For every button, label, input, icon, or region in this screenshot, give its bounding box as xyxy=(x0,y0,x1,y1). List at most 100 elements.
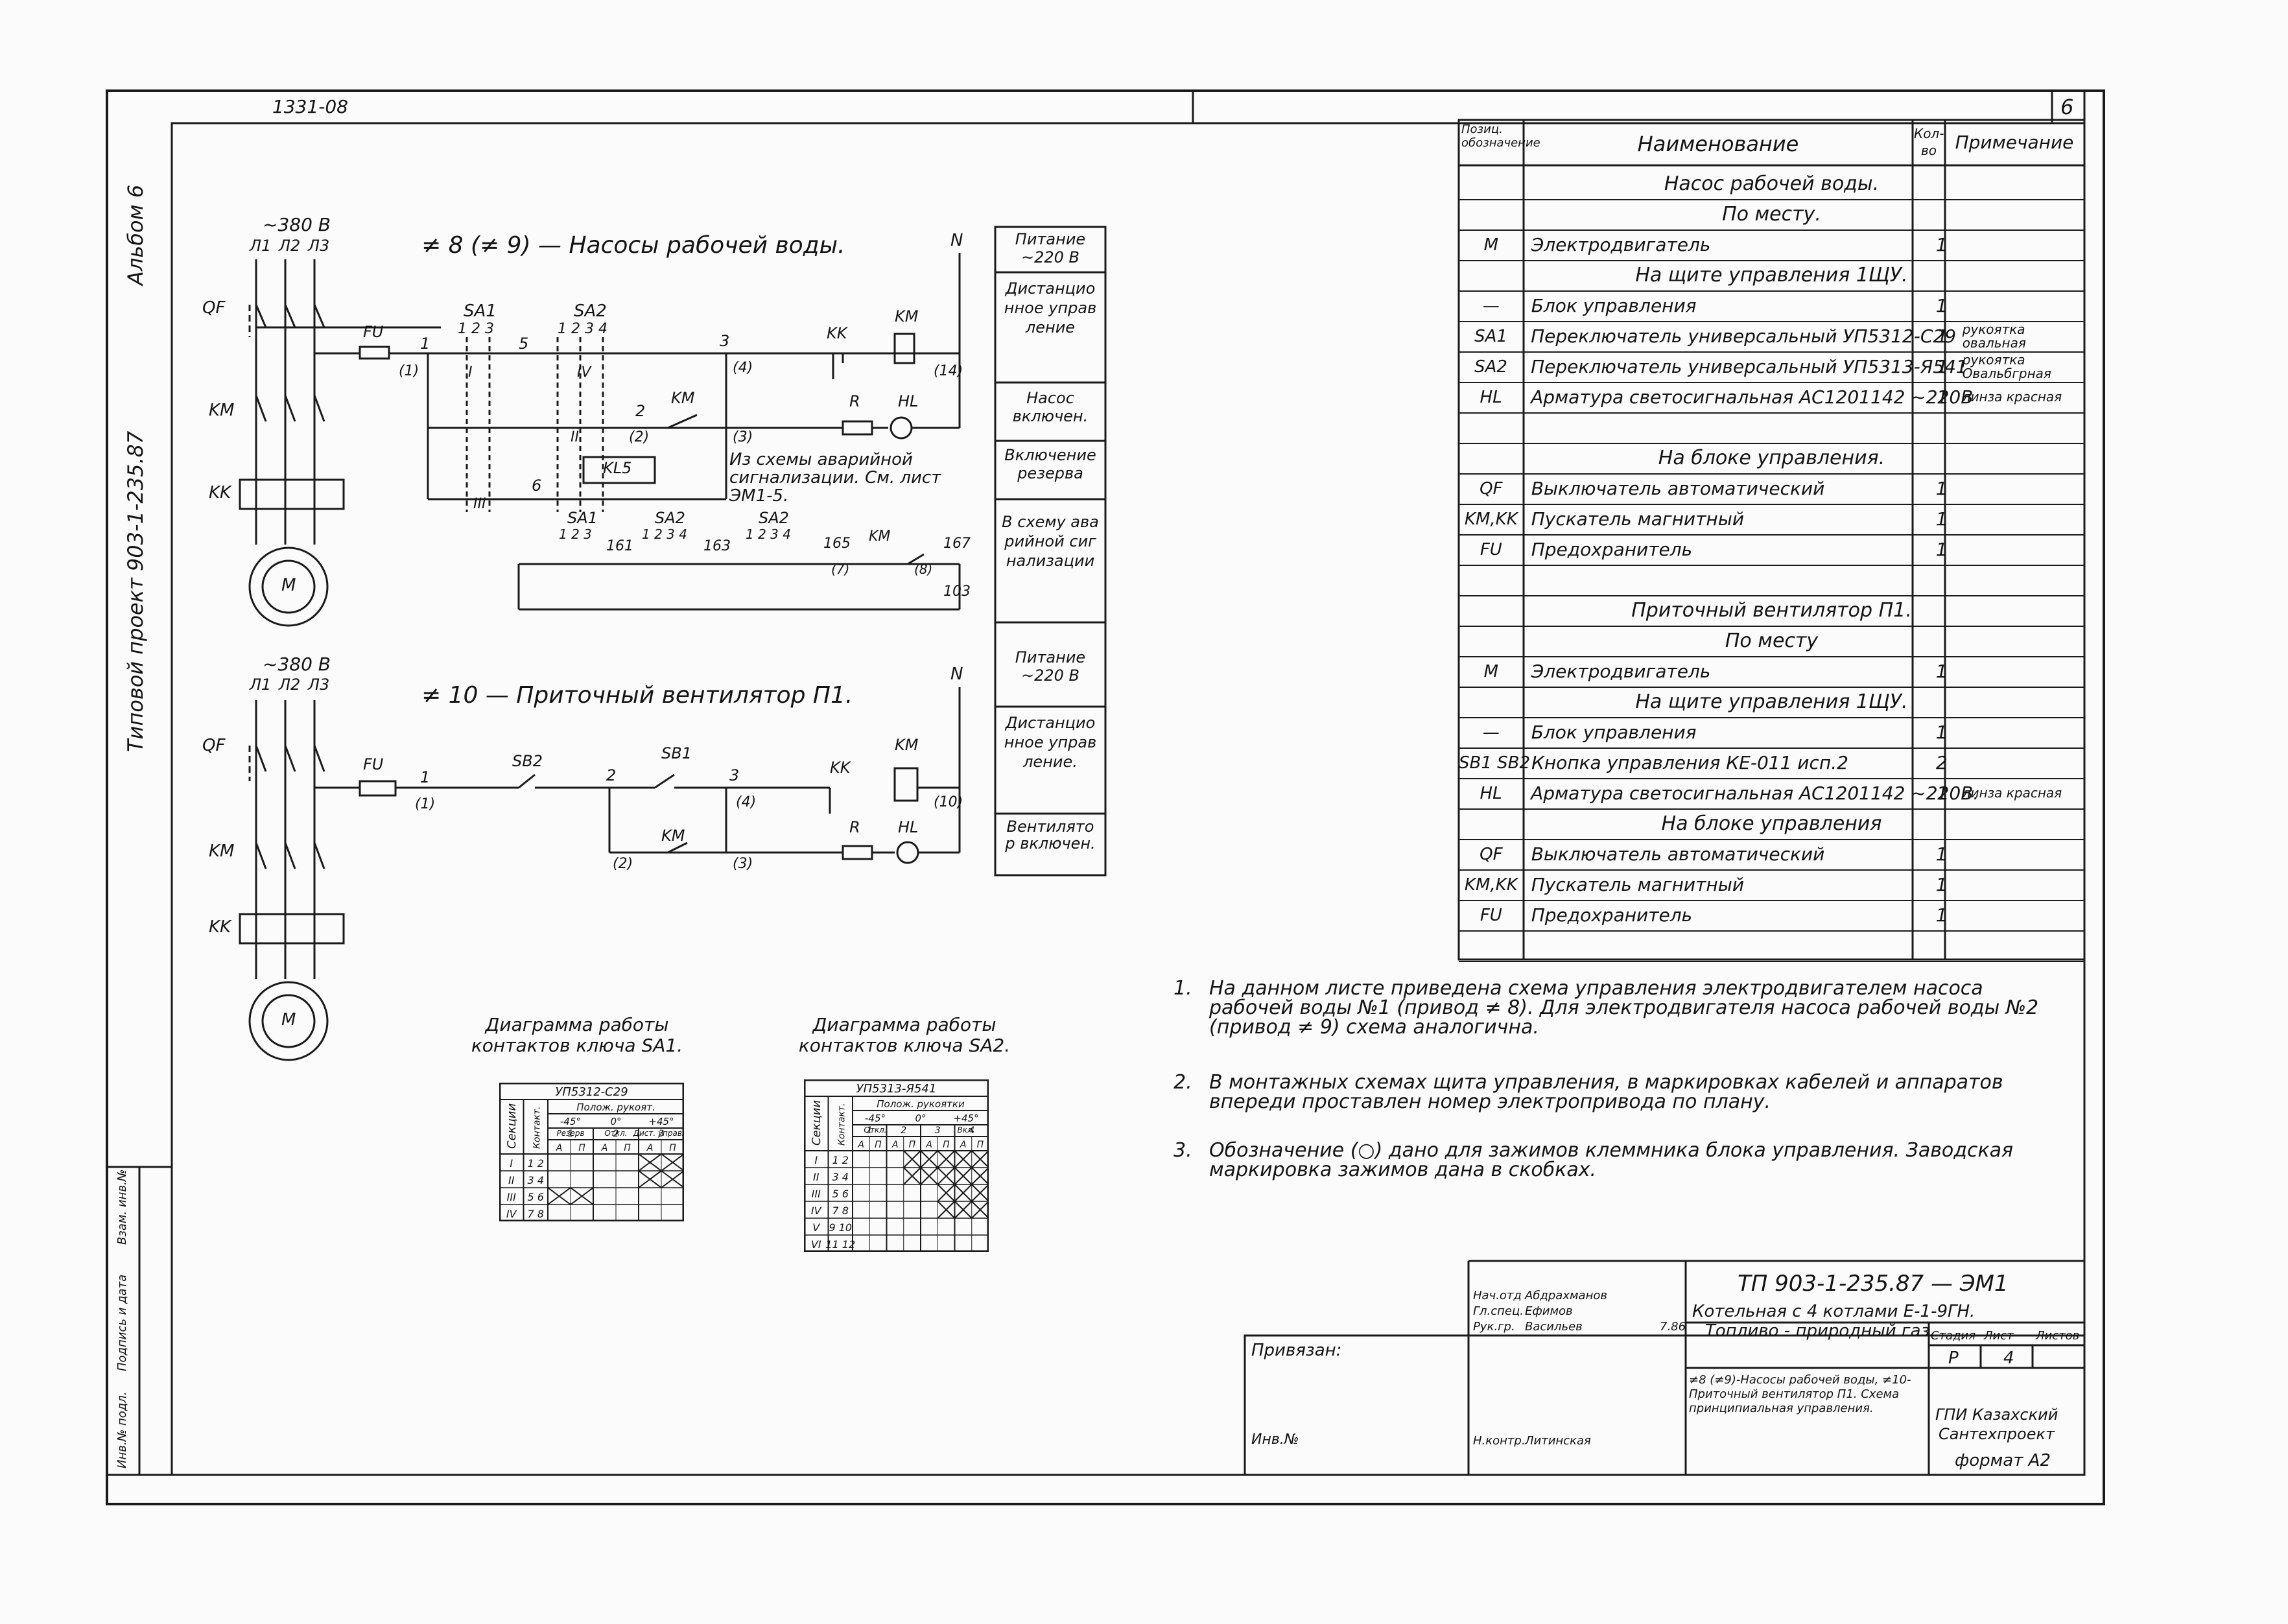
note-3-num: 3. xyxy=(1173,1139,1192,1162)
c2-node3-term-b: (3) xyxy=(733,856,753,872)
contact-closed-mark xyxy=(954,1201,973,1219)
note-1-text: На данном листе приведена схема управлен… xyxy=(1209,977,2039,1039)
diagram-col-contacts: Контакт. xyxy=(532,1107,542,1149)
spec-row-line xyxy=(1459,778,2084,779)
spec-row-line xyxy=(1459,260,2084,261)
stamp-vzam-inv: Взам. инв.№ xyxy=(115,1169,129,1245)
spec-row-line xyxy=(1459,656,2084,657)
spec-header-qty: Кол-во xyxy=(1914,126,1944,158)
tb-desc-2: Топливо - природный газ. xyxy=(1705,1321,1935,1341)
spec-name: Переключатель универсальный УП5312-С29 xyxy=(1531,325,1957,347)
c1-node6: 6 xyxy=(532,477,542,495)
c1-node2-term: (2) xyxy=(629,429,650,445)
c2-km: KM xyxy=(209,841,235,861)
c1-alarm-sa1: SA1 xyxy=(567,509,598,527)
diagram-border xyxy=(499,1082,685,1222)
diagram-sub-label: П xyxy=(578,1143,585,1153)
sheet-number: 6 xyxy=(2060,95,2074,119)
fn-remote-1: Дистанционное управление xyxy=(1004,279,1097,336)
diagram-position-number: 3 xyxy=(935,1125,941,1136)
spec-row-line xyxy=(1459,930,2084,932)
c1-sa2: SA2 xyxy=(574,301,607,321)
spec-header-pos: Позиц. обозначение xyxy=(1461,123,1540,150)
c1-n165: 165 xyxy=(823,535,851,552)
diagram-contact-label: 5 6 xyxy=(528,1191,544,1203)
c2-node2-term: (2) xyxy=(613,856,633,872)
diagram-position-number: 1 xyxy=(867,1125,873,1136)
diagram-angle: +45° xyxy=(953,1112,978,1124)
diagram-sub-label: А xyxy=(556,1143,563,1153)
c2-r: R xyxy=(849,818,860,836)
tb-name-2: Ефимов xyxy=(1525,1304,1573,1318)
spec-name: Пускатель магнитный xyxy=(1531,874,1745,895)
contact-closed-mark xyxy=(547,1187,571,1205)
spec-qty: 1 xyxy=(1935,478,1948,499)
contact-closed-mark xyxy=(954,1184,973,1202)
diagram-contact-label: 3 4 xyxy=(528,1174,544,1186)
c2-node10: (10) xyxy=(934,794,963,810)
diagram-sub-label: А xyxy=(925,1140,932,1150)
spec-row: SA1 Переключатель универсальный УП5312-С2… xyxy=(1459,321,2084,351)
spec-pos: — xyxy=(1482,296,1500,316)
c1-alarm-sa2b-c: 1 2 3 4 xyxy=(746,526,791,542)
tb-sheets-header: Листов xyxy=(2036,1329,2080,1343)
c1-node2: 2 xyxy=(635,402,646,420)
fn-alarm: В схему аварийной сигнализации xyxy=(1002,513,1099,570)
c1-n167: 167 xyxy=(943,535,971,552)
c2-node2: 2 xyxy=(606,766,617,784)
diagram-sub-label: А xyxy=(601,1143,608,1153)
spec-row-line xyxy=(1459,626,2084,627)
tb-org-1: ГПИ Казахский xyxy=(1935,1406,2058,1424)
c2-node1: 1 xyxy=(420,768,430,786)
c2-phase-3: Л3 xyxy=(308,676,330,694)
spec-note: рукоятка овальная xyxy=(1962,321,2026,351)
diagram-sub-label: П xyxy=(624,1143,631,1153)
c1-kl5: KL5 xyxy=(603,459,632,477)
contact-closed-mark xyxy=(920,1167,938,1185)
c2-sb1: SB1 xyxy=(661,744,692,762)
spec-row-line xyxy=(1459,229,2084,231)
diagram-sub-label: П xyxy=(943,1140,950,1150)
tb-stage-header: Стадия xyxy=(1931,1329,1976,1343)
c1-node5: 5 xyxy=(519,335,529,353)
note-2-num: 2. xyxy=(1173,1071,1192,1094)
diagram-sub-label: П xyxy=(909,1140,916,1150)
tb-role-1: Нач.отд xyxy=(1473,1289,1522,1302)
c2-sb2: SB2 xyxy=(512,752,543,770)
c1-alarm-km: KM xyxy=(869,528,891,545)
tb-sheet: 4 xyxy=(2003,1348,2014,1368)
c1-n161: 161 xyxy=(606,538,633,554)
spec-row-line xyxy=(1459,900,2084,901)
c1-kk: KK xyxy=(209,483,231,502)
diagram-position-name: Вкл. xyxy=(958,1125,975,1135)
spec-row xyxy=(1459,930,2084,961)
c2-n: N xyxy=(950,665,963,684)
contact-closed-mark xyxy=(954,1150,973,1168)
c1-sa2-contacts: 1 2 3 4 xyxy=(558,321,607,337)
diagram-sub-label: П xyxy=(669,1143,676,1153)
diagram-section-label: II xyxy=(508,1174,515,1186)
spec-qty: 1 xyxy=(1935,539,1948,560)
diagram-position-header: Полож. рукоят. xyxy=(576,1101,655,1113)
c1-n: N xyxy=(950,231,963,250)
spec-section-heading: По месту. xyxy=(1722,203,1821,226)
spec-row-line xyxy=(1459,595,2084,596)
spec-row-line xyxy=(1459,961,2084,962)
spec-row-line xyxy=(1459,747,2084,749)
spec-row-line xyxy=(1459,473,2084,475)
c1-node3: 3 xyxy=(720,332,730,350)
spec-pos: SA1 xyxy=(1474,326,1507,346)
c1-sec-iii: III xyxy=(473,496,486,512)
spec-row-line xyxy=(1459,565,2084,566)
sa2-diagram-title: Диаграмма работы контактов ключа SA2. xyxy=(798,1014,1011,1056)
tb-date: 7.86 xyxy=(1660,1320,1686,1334)
spec-pos: KM,KK xyxy=(1464,509,1518,529)
c1-alarm-sa2a: SA2 xyxy=(655,509,685,527)
spec-note: рукоятка Овальбгрная xyxy=(1962,351,2051,381)
spec-row-line xyxy=(1459,382,2084,383)
diagram-contact-label: 1 2 xyxy=(528,1157,544,1170)
